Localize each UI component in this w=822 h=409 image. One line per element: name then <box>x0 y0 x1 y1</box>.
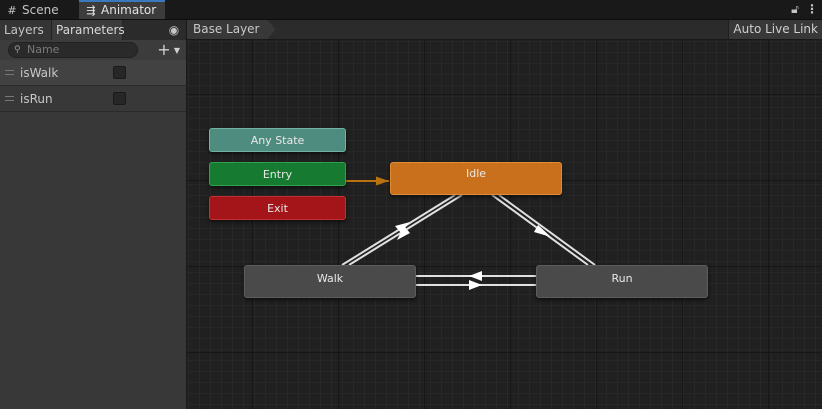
transition-links <box>341 176 596 290</box>
left-panel: Layers Parameters ◉ ⚲ Name + ▼ isWalk isR… <box>0 20 187 409</box>
window-tab-strip: # Scene ⇶ Animator 🔓︎ ⋮ <box>0 0 822 20</box>
add-parameter-button[interactable]: + <box>157 40 171 59</box>
transition-arrow-idle-to-walk <box>397 226 410 240</box>
state-exit[interactable]: Exit <box>209 196 346 220</box>
parameter-search-input[interactable]: ⚲ Name <box>8 42 138 58</box>
auto-live-link-button[interactable]: Auto Live Link <box>728 20 822 39</box>
animator-graph[interactable]: Base Layer Auto Live Link Any State Entr <box>187 20 822 409</box>
eye-icon[interactable]: ◉ <box>168 23 180 37</box>
tab-animator[interactable]: ⇶ Animator <box>79 0 165 19</box>
animator-icon: ⇶ <box>86 4 96 17</box>
tab-scene[interactable]: # Scene <box>0 0 76 19</box>
grid-icon: # <box>7 4 17 17</box>
graph-toolbar: Base Layer Auto Live Link <box>187 20 822 40</box>
transition-arrow-walk-to-idle <box>395 222 410 233</box>
more-options-icon[interactable]: ⋮ <box>806 2 818 16</box>
state-idle[interactable]: Idle <box>390 162 562 195</box>
parameter-name[interactable]: isWalk <box>20 66 59 80</box>
parameter-checkbox[interactable] <box>113 92 126 105</box>
tab-parameters[interactable]: Parameters <box>52 20 125 40</box>
state-run[interactable]: Run <box>536 265 708 298</box>
parameter-name[interactable]: isRun <box>20 92 53 106</box>
breadcrumb[interactable]: Base Layer <box>187 20 276 39</box>
lock-icon[interactable]: 🔓︎ <box>791 2 799 16</box>
transition-arrow-idle-to-run <box>534 225 551 237</box>
state-any-state[interactable]: Any State <box>209 128 346 152</box>
tab-layers[interactable]: Layers <box>0 20 52 40</box>
tab-animator-label: Animator <box>101 3 157 17</box>
left-panel-tabs: Layers Parameters ◉ <box>0 20 186 40</box>
transition-arrow-run-to-walk <box>469 271 482 281</box>
chevron-down-icon[interactable]: ▼ <box>173 46 181 55</box>
state-walk[interactable]: Walk <box>244 265 416 298</box>
search-placeholder: Name <box>27 43 60 56</box>
transition-entry-idle[interactable] <box>346 176 389 186</box>
parameter-checkbox[interactable] <box>113 66 126 79</box>
tab-scene-label: Scene <box>22 3 59 17</box>
drag-handle-icon[interactable] <box>5 96 14 101</box>
state-entry[interactable]: Entry <box>209 162 346 186</box>
parameter-row-iswalk[interactable]: isWalk <box>0 60 186 86</box>
drag-handle-icon[interactable] <box>5 70 14 75</box>
transition-arrow-walk-to-run <box>469 280 482 290</box>
parameter-search-row: ⚲ Name + ▼ <box>0 40 186 60</box>
parameter-row-isrun[interactable]: isRun <box>0 86 186 112</box>
transition-idle-run[interactable] <box>491 194 596 266</box>
search-icon: ⚲ <box>14 45 21 55</box>
